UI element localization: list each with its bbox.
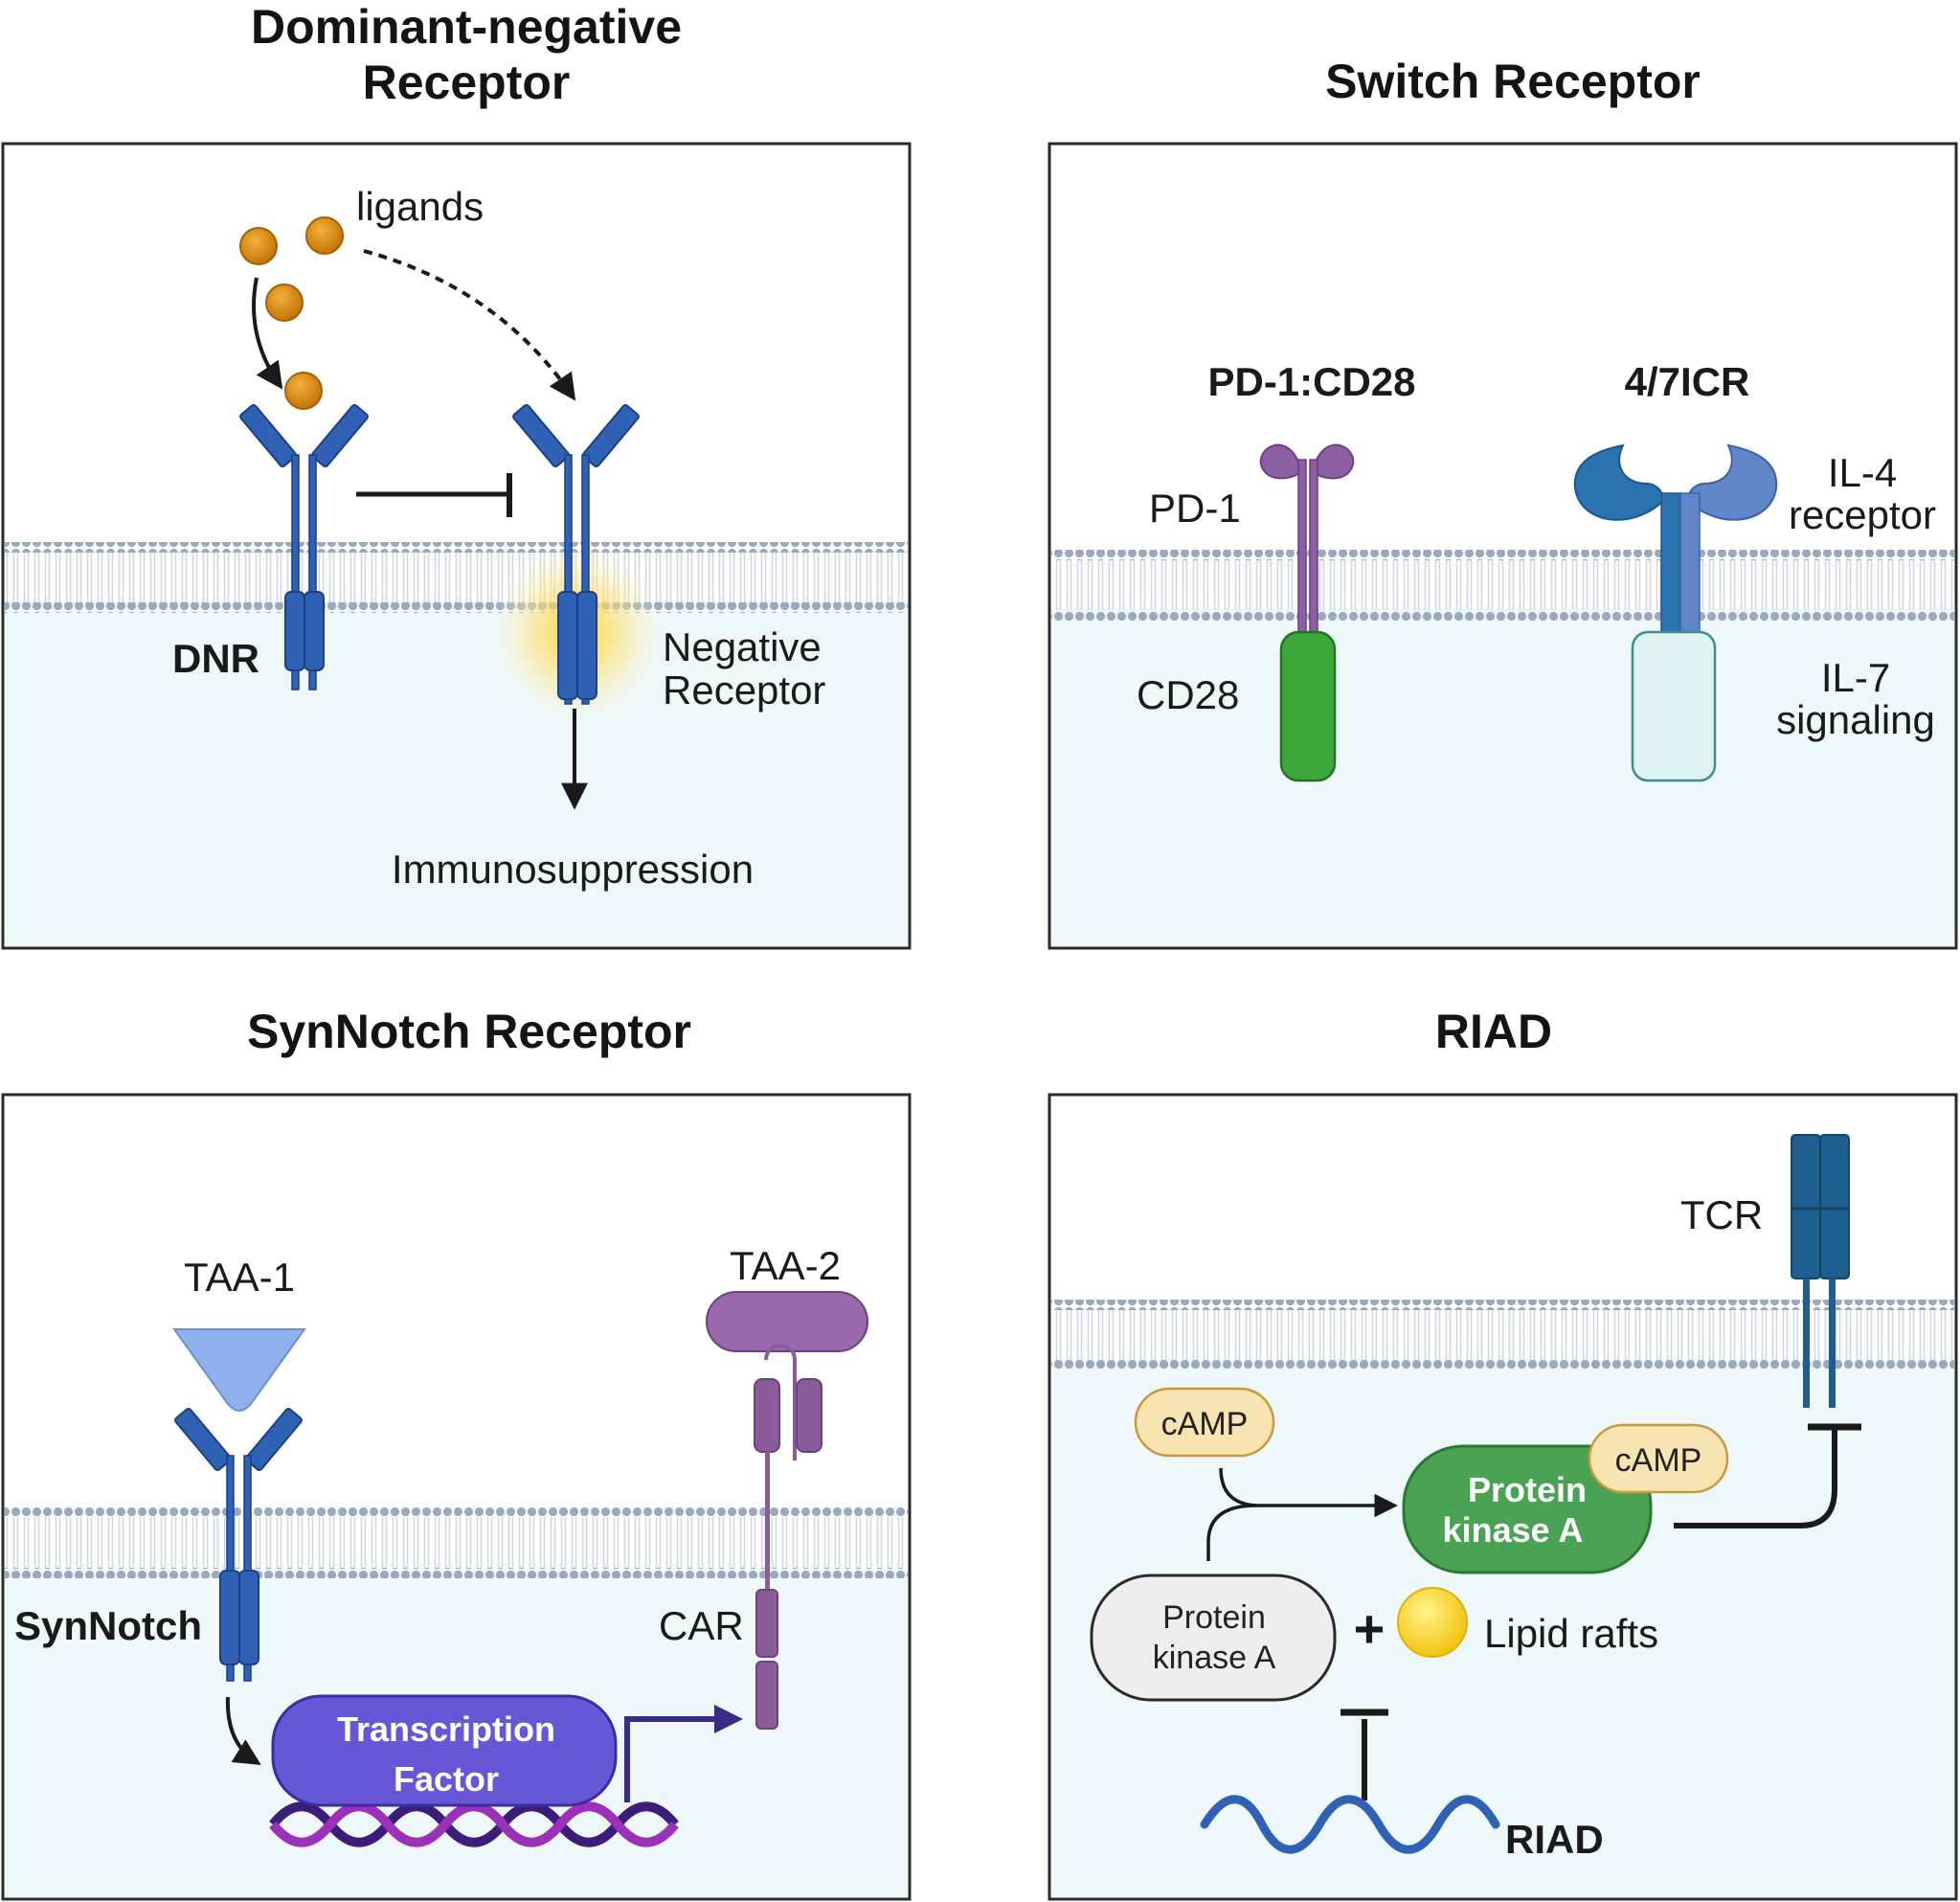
pka-inactive bbox=[1090, 1574, 1337, 1702]
ligand-icon bbox=[284, 372, 323, 410]
panel-title: SynNotch Receptor bbox=[247, 1005, 691, 1058]
il4-label-line2: receptor bbox=[1789, 492, 1936, 537]
dnr-receptor-icon bbox=[239, 403, 369, 691]
riad-label: RIAD bbox=[1505, 1817, 1604, 1862]
ligand-icon bbox=[265, 283, 304, 322]
cytoplasm-area bbox=[5, 601, 908, 946]
negative-receptor-label-line2: Receptor bbox=[663, 668, 825, 713]
transcription-factor-label-line2: Factor bbox=[394, 1759, 499, 1799]
panel-title-line1: Dominant-negative bbox=[251, 0, 682, 54]
riad-peptide-icon bbox=[1200, 1795, 1500, 1854]
panel-dominant-negative-receptor: Dominant-negative Receptor ligands bbox=[1, 0, 912, 950]
panel-title: Switch Receptor bbox=[1325, 55, 1701, 108]
plus-sign: + bbox=[1354, 1598, 1386, 1659]
dnr-label: DNR bbox=[172, 636, 259, 681]
cell-membrane bbox=[5, 1507, 908, 1578]
panel-synnotch-receptor: SynNotch Receptor TAA-1 SynNotch Tr bbox=[1, 1005, 912, 1901]
il7-label-line1: IL-7 bbox=[1821, 655, 1890, 700]
expression-arrow bbox=[624, 1705, 743, 1802]
taa2-antigen-icon bbox=[706, 1291, 868, 1352]
panel-title: RIAD bbox=[1435, 1005, 1552, 1058]
panel-switch-receptor: Switch Receptor PD-1:CD28 4/7ICR PD-1 CD… bbox=[1048, 55, 1958, 950]
il7-label-line2: signaling bbox=[1776, 697, 1935, 742]
pka-inactive-label-line1: Protein bbox=[1162, 1599, 1266, 1636]
panel-title-line2: Receptor bbox=[363, 56, 571, 109]
camp-label: cAMP bbox=[1615, 1442, 1702, 1479]
taa1-antigen-icon bbox=[172, 1328, 306, 1412]
transcription-factor bbox=[271, 1694, 618, 1807]
camp-badge bbox=[1134, 1387, 1275, 1458]
pka-inactive-label-line2: kinase A bbox=[1153, 1640, 1276, 1676]
immunosuppression-label: Immunosuppression bbox=[392, 847, 754, 892]
camp-badge bbox=[1588, 1423, 1729, 1494]
cell-membrane bbox=[5, 542, 908, 613]
cell-membrane bbox=[1051, 1300, 1954, 1370]
car-receptor-icon bbox=[754, 1344, 822, 1730]
tcr-label: TCR bbox=[1680, 1192, 1763, 1237]
il4-label-line1: IL-4 bbox=[1828, 450, 1897, 495]
pd1-cd28-name: PD-1:CD28 bbox=[1207, 359, 1415, 404]
pka-active bbox=[1402, 1444, 1653, 1574]
cd28-domain bbox=[1279, 630, 1337, 782]
pd1-cd28-receptor-icon bbox=[1259, 443, 1355, 782]
release-arrow bbox=[225, 1696, 261, 1765]
negative-receptor-label-line1: Negative bbox=[663, 624, 822, 669]
pka-active-label-line1: Protein bbox=[1468, 1470, 1587, 1509]
binding-arrow bbox=[252, 277, 283, 390]
activation-arrow-branch bbox=[1206, 1504, 1257, 1561]
lipid-raft-icon bbox=[1397, 1587, 1468, 1658]
camp-label: cAMP bbox=[1161, 1406, 1249, 1442]
taa1-label: TAA-1 bbox=[184, 1255, 295, 1300]
lipid-rafts-label: Lipid rafts bbox=[1484, 1611, 1658, 1656]
pka-active-label-line2: kinase A bbox=[1443, 1510, 1584, 1550]
pd1-label: PD-1 bbox=[1149, 486, 1241, 531]
cytoplasm-area bbox=[1051, 609, 1954, 946]
synnotch-receptor-icon bbox=[174, 1407, 303, 1682]
pka-inhibition-line bbox=[1674, 1427, 1837, 1528]
ligands-label: ligands bbox=[356, 184, 484, 229]
ligand-icons bbox=[239, 216, 344, 410]
4-7icr-name: 4/7ICR bbox=[1625, 359, 1750, 404]
4-7icr-receptor-icon bbox=[1573, 443, 1778, 782]
cd28-label: CD28 bbox=[1137, 672, 1239, 717]
negative-receptor-icon bbox=[512, 403, 640, 705]
ligand-icon bbox=[305, 216, 344, 255]
ligand-icon bbox=[239, 227, 278, 265]
synnotch-label: SynNotch bbox=[14, 1603, 202, 1648]
panel-riad: RIAD TCR cAMP Protein kinase A bbox=[1048, 1005, 1958, 1901]
inhibition-symbol bbox=[356, 473, 512, 517]
tcr-receptor-icon bbox=[1791, 1134, 1850, 1408]
il7-domain bbox=[1631, 630, 1717, 782]
cell-membrane bbox=[1051, 550, 1954, 621]
car-label: CAR bbox=[659, 1603, 744, 1648]
transcription-factor-label-line1: Transcription bbox=[337, 1710, 555, 1749]
dashed-binding-arrow bbox=[363, 249, 576, 401]
taa2-label: TAA-2 bbox=[730, 1243, 841, 1288]
